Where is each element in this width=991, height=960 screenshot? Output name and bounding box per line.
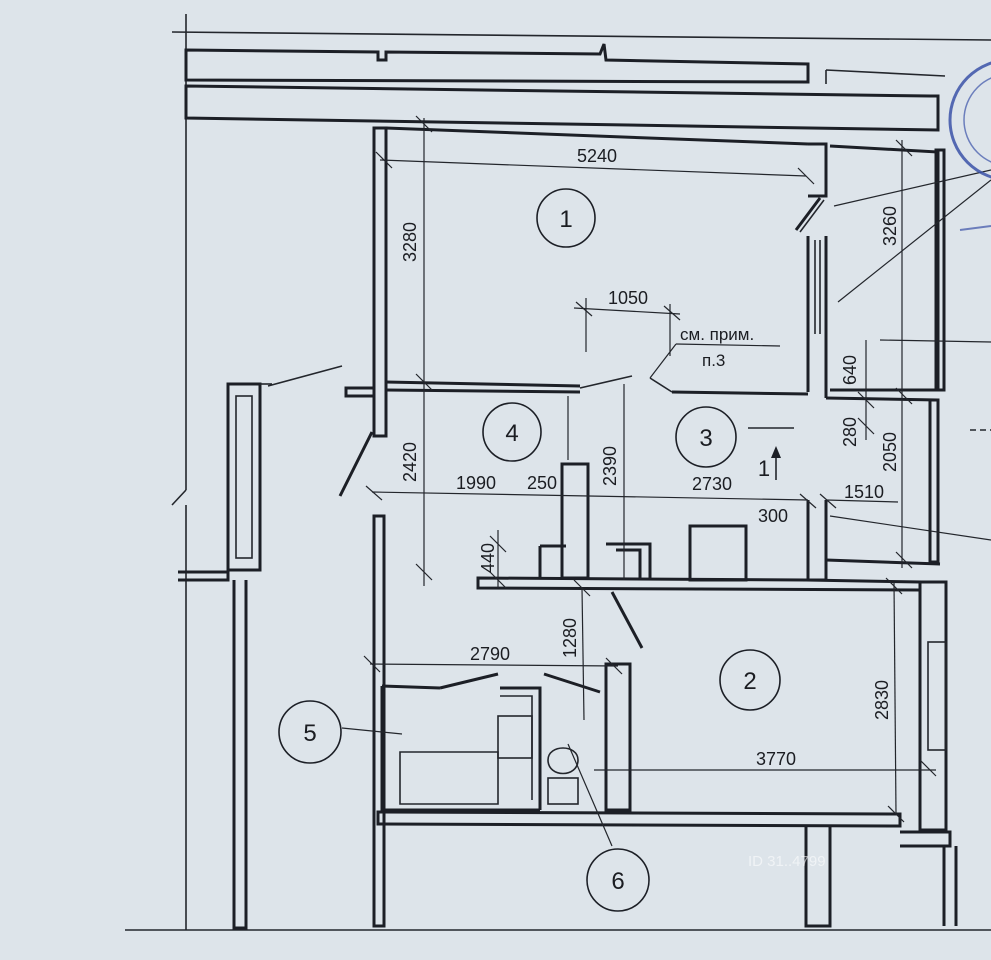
dim-440: 440 bbox=[478, 543, 498, 573]
dim-2390: 2390 bbox=[600, 446, 620, 486]
note-line-1: см. прим. bbox=[680, 325, 754, 344]
dim-640: 640 bbox=[840, 355, 860, 385]
entrance-number: 1 bbox=[758, 456, 770, 481]
dim-3280: 3280 bbox=[400, 222, 420, 262]
dimension-labels: 5240 3280 3260 1050 640 280 2050 2420 19… bbox=[400, 146, 900, 769]
dim-1510: 1510 bbox=[844, 482, 884, 502]
room-3-label: 3 bbox=[699, 425, 712, 452]
room-1-label: 1 bbox=[559, 206, 572, 233]
room-5-circle bbox=[278, 700, 342, 764]
dim-1050: 1050 bbox=[608, 288, 648, 308]
interior-walls bbox=[338, 126, 958, 928]
dim-2420: 2420 bbox=[400, 442, 420, 482]
room-4-label: 4 bbox=[505, 420, 518, 447]
dim-250: 250 bbox=[527, 473, 557, 493]
dim-3260: 3260 bbox=[880, 206, 900, 246]
annotations: см. прим. п.3 1 bbox=[680, 325, 991, 481]
building-frame bbox=[125, 14, 991, 931]
watermark: ID 31..4799 bbox=[748, 853, 826, 870]
dim-280: 280 bbox=[840, 417, 860, 447]
stamp-seal bbox=[948, 61, 991, 231]
room-6-label: 6 bbox=[611, 868, 624, 895]
dim-1990: 1990 bbox=[456, 473, 496, 493]
dimension-lines bbox=[341, 115, 991, 847]
room-3-circle bbox=[675, 406, 737, 468]
room-4-circle bbox=[482, 402, 542, 462]
dim-2830: 2830 bbox=[872, 680, 892, 720]
room-6-circle bbox=[586, 848, 650, 912]
room-2-label: 2 bbox=[743, 668, 756, 695]
dim-2790: 2790 bbox=[470, 644, 510, 664]
note-line-2: п.3 bbox=[702, 351, 725, 370]
room-markers: 1 2 3 4 5 6 bbox=[278, 188, 781, 912]
dim-2050: 2050 bbox=[880, 432, 900, 472]
room-2-circle bbox=[719, 649, 781, 711]
dim-1280: 1280 bbox=[560, 618, 580, 658]
dim-5240: 5240 bbox=[577, 146, 617, 166]
dim-300: 300 bbox=[758, 506, 788, 526]
room-1-circle bbox=[536, 188, 596, 248]
left-column bbox=[178, 365, 343, 930]
arrowhead-icon bbox=[771, 446, 781, 458]
dim-2730: 2730 bbox=[692, 474, 732, 494]
dim-3770: 3770 bbox=[756, 749, 796, 769]
room-5-label: 5 bbox=[303, 720, 316, 747]
